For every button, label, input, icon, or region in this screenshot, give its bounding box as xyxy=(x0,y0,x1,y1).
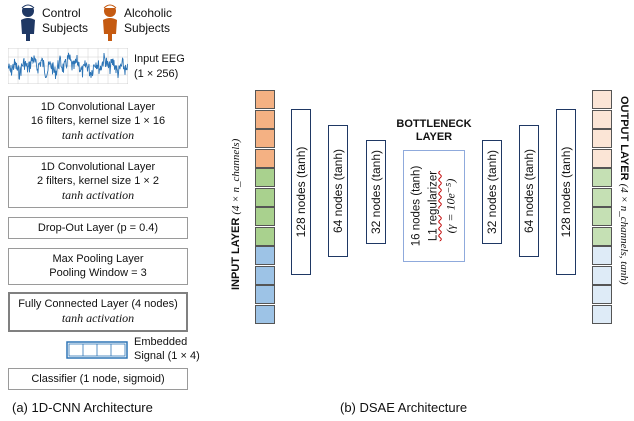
bottleneck-layer: 16 nodes (tanh) L1 regularizer (γ = 10e⁻… xyxy=(403,150,465,262)
output-layer-cell xyxy=(592,285,612,304)
input-layer-cell xyxy=(255,148,275,168)
input-layer-cell xyxy=(255,129,275,148)
output-layer-column xyxy=(592,90,612,324)
fully-connected-layer: Fully Connected Layer (4 nodes) tanh act… xyxy=(8,292,188,332)
max-pooling-layer: Max Pooling Layer Pooling Window = 3 xyxy=(8,248,188,285)
bottleneck-regularizer-label: L1 regularizer xyxy=(427,170,440,242)
input-layer-cell xyxy=(255,246,275,265)
input-layer-cell xyxy=(255,109,275,129)
dsae-caption: (b) DSAE Architecture xyxy=(340,400,468,415)
conv-layer-1-config: 16 filters, kernel size 1 × 16 xyxy=(30,115,166,127)
encoder-64-label: 64 nodes (tanh) xyxy=(331,148,345,234)
encoder-64-layer: 64 nodes (tanh) xyxy=(328,125,348,257)
decoder-32-label: 32 nodes (tanh) xyxy=(485,149,499,235)
max-pooling-layer-title: Max Pooling Layer xyxy=(52,253,144,265)
embedded-signal-label: Embedded Signal (1 × 4) xyxy=(134,336,200,362)
dropout-layer: Drop-Out Layer (p = 0.4) xyxy=(8,217,188,239)
bottleneck-title: BOTTLENECK LAYER xyxy=(396,118,472,143)
input-layer-label-shape: (4 × n_channels) xyxy=(230,138,242,215)
encoder-32-layer: 32 nodes (tanh) xyxy=(366,140,386,244)
input-layer-cell xyxy=(255,226,275,246)
control-subjects-label: Control Subjects xyxy=(42,6,89,35)
dropout-layer-title: Drop-Out Layer (p = 0.4) xyxy=(37,222,159,234)
input-layer-label-bold: INPUT LAYER xyxy=(230,217,242,290)
input-layer-cell xyxy=(255,285,275,304)
input-layer-cell xyxy=(255,304,275,324)
bottleneck-gamma-label: (γ = 10e⁻⁵) xyxy=(443,178,458,234)
input-layer-cell xyxy=(255,90,275,109)
bottleneck-nodes-label: 16 nodes (tanh) xyxy=(410,165,423,247)
control-subject-icon xyxy=(21,4,35,41)
input-layer-cell xyxy=(255,168,275,187)
input-layer-cell xyxy=(255,265,275,285)
encoder-128-layer: 128 nodes (tanh) xyxy=(291,109,311,275)
fully-connected-layer-title: Fully Connected Layer (4 nodes) xyxy=(18,298,178,310)
conv-layer-1-title: 1D Convolutional Layer xyxy=(40,101,156,113)
output-layer-cell xyxy=(592,168,612,187)
conv-layer-1-activation: tanh activation xyxy=(61,128,135,142)
output-layer-cell xyxy=(592,304,612,324)
embedded-signal-vector xyxy=(66,341,128,359)
output-layer-label-shape: (4 × n_channels, tanh) xyxy=(618,183,630,285)
input-layer-column xyxy=(255,90,275,324)
output-layer-cell xyxy=(592,207,612,226)
eeg-signal xyxy=(8,48,128,84)
output-layer-label-bold: OUTPUT LAYER xyxy=(618,96,630,181)
input-layer-cell xyxy=(255,187,275,207)
output-layer-cell xyxy=(592,187,612,207)
input-layer-label: INPUT LAYER (4 × n_channels) xyxy=(230,139,242,290)
decoder-64-label: 64 nodes (tanh) xyxy=(522,148,536,234)
max-pooling-layer-window: Pooling Window = 3 xyxy=(49,267,147,279)
encoder-32-label: 32 nodes (tanh) xyxy=(369,149,383,235)
output-layer-cell xyxy=(592,246,612,265)
output-layer-cell xyxy=(592,129,612,148)
decoder-32-layer: 32 nodes (tanh) xyxy=(482,140,502,244)
conv-layer-2-config: 2 filters, kernel size 1 × 2 xyxy=(37,175,159,187)
alcoholic-subjects-label: Alcoholic Subjects xyxy=(124,6,173,35)
fully-connected-layer-activation: tanh activation xyxy=(61,311,135,325)
decoder-128-label: 128 nodes (tanh) xyxy=(559,146,573,238)
input-layer-cell xyxy=(255,207,275,226)
output-layer-cell xyxy=(592,109,612,129)
output-layer-cell xyxy=(592,226,612,246)
classifier-layer-title: Classifier (1 node, sigmoid) xyxy=(31,373,165,385)
output-layer-label: OUTPUT LAYER (4 × n_channels, tanh) xyxy=(618,96,630,285)
input-eeg-label: Input EEG (1 × 256) xyxy=(134,53,185,80)
conv-layer-2-activation: tanh activation xyxy=(61,188,135,202)
classifier-layer: Classifier (1 node, sigmoid) xyxy=(8,368,188,390)
output-layer-cell xyxy=(592,90,612,109)
conv-layer-1: 1D Convolutional Layer 16 filters, kerne… xyxy=(8,96,188,148)
decoder-64-layer: 64 nodes (tanh) xyxy=(519,125,539,257)
conv-layer-2-title: 1D Convolutional Layer xyxy=(40,161,156,173)
encoder-128-label: 128 nodes (tanh) xyxy=(294,146,308,238)
output-layer-cell xyxy=(592,148,612,168)
alcoholic-subject-icon xyxy=(103,4,117,41)
decoder-128-layer: 128 nodes (tanh) xyxy=(556,109,576,275)
conv-layer-2: 1D Convolutional Layer 2 filters, kernel… xyxy=(8,156,188,208)
cnn-caption: (a) 1D-CNN Architecture xyxy=(12,400,153,415)
output-layer-cell xyxy=(592,265,612,285)
